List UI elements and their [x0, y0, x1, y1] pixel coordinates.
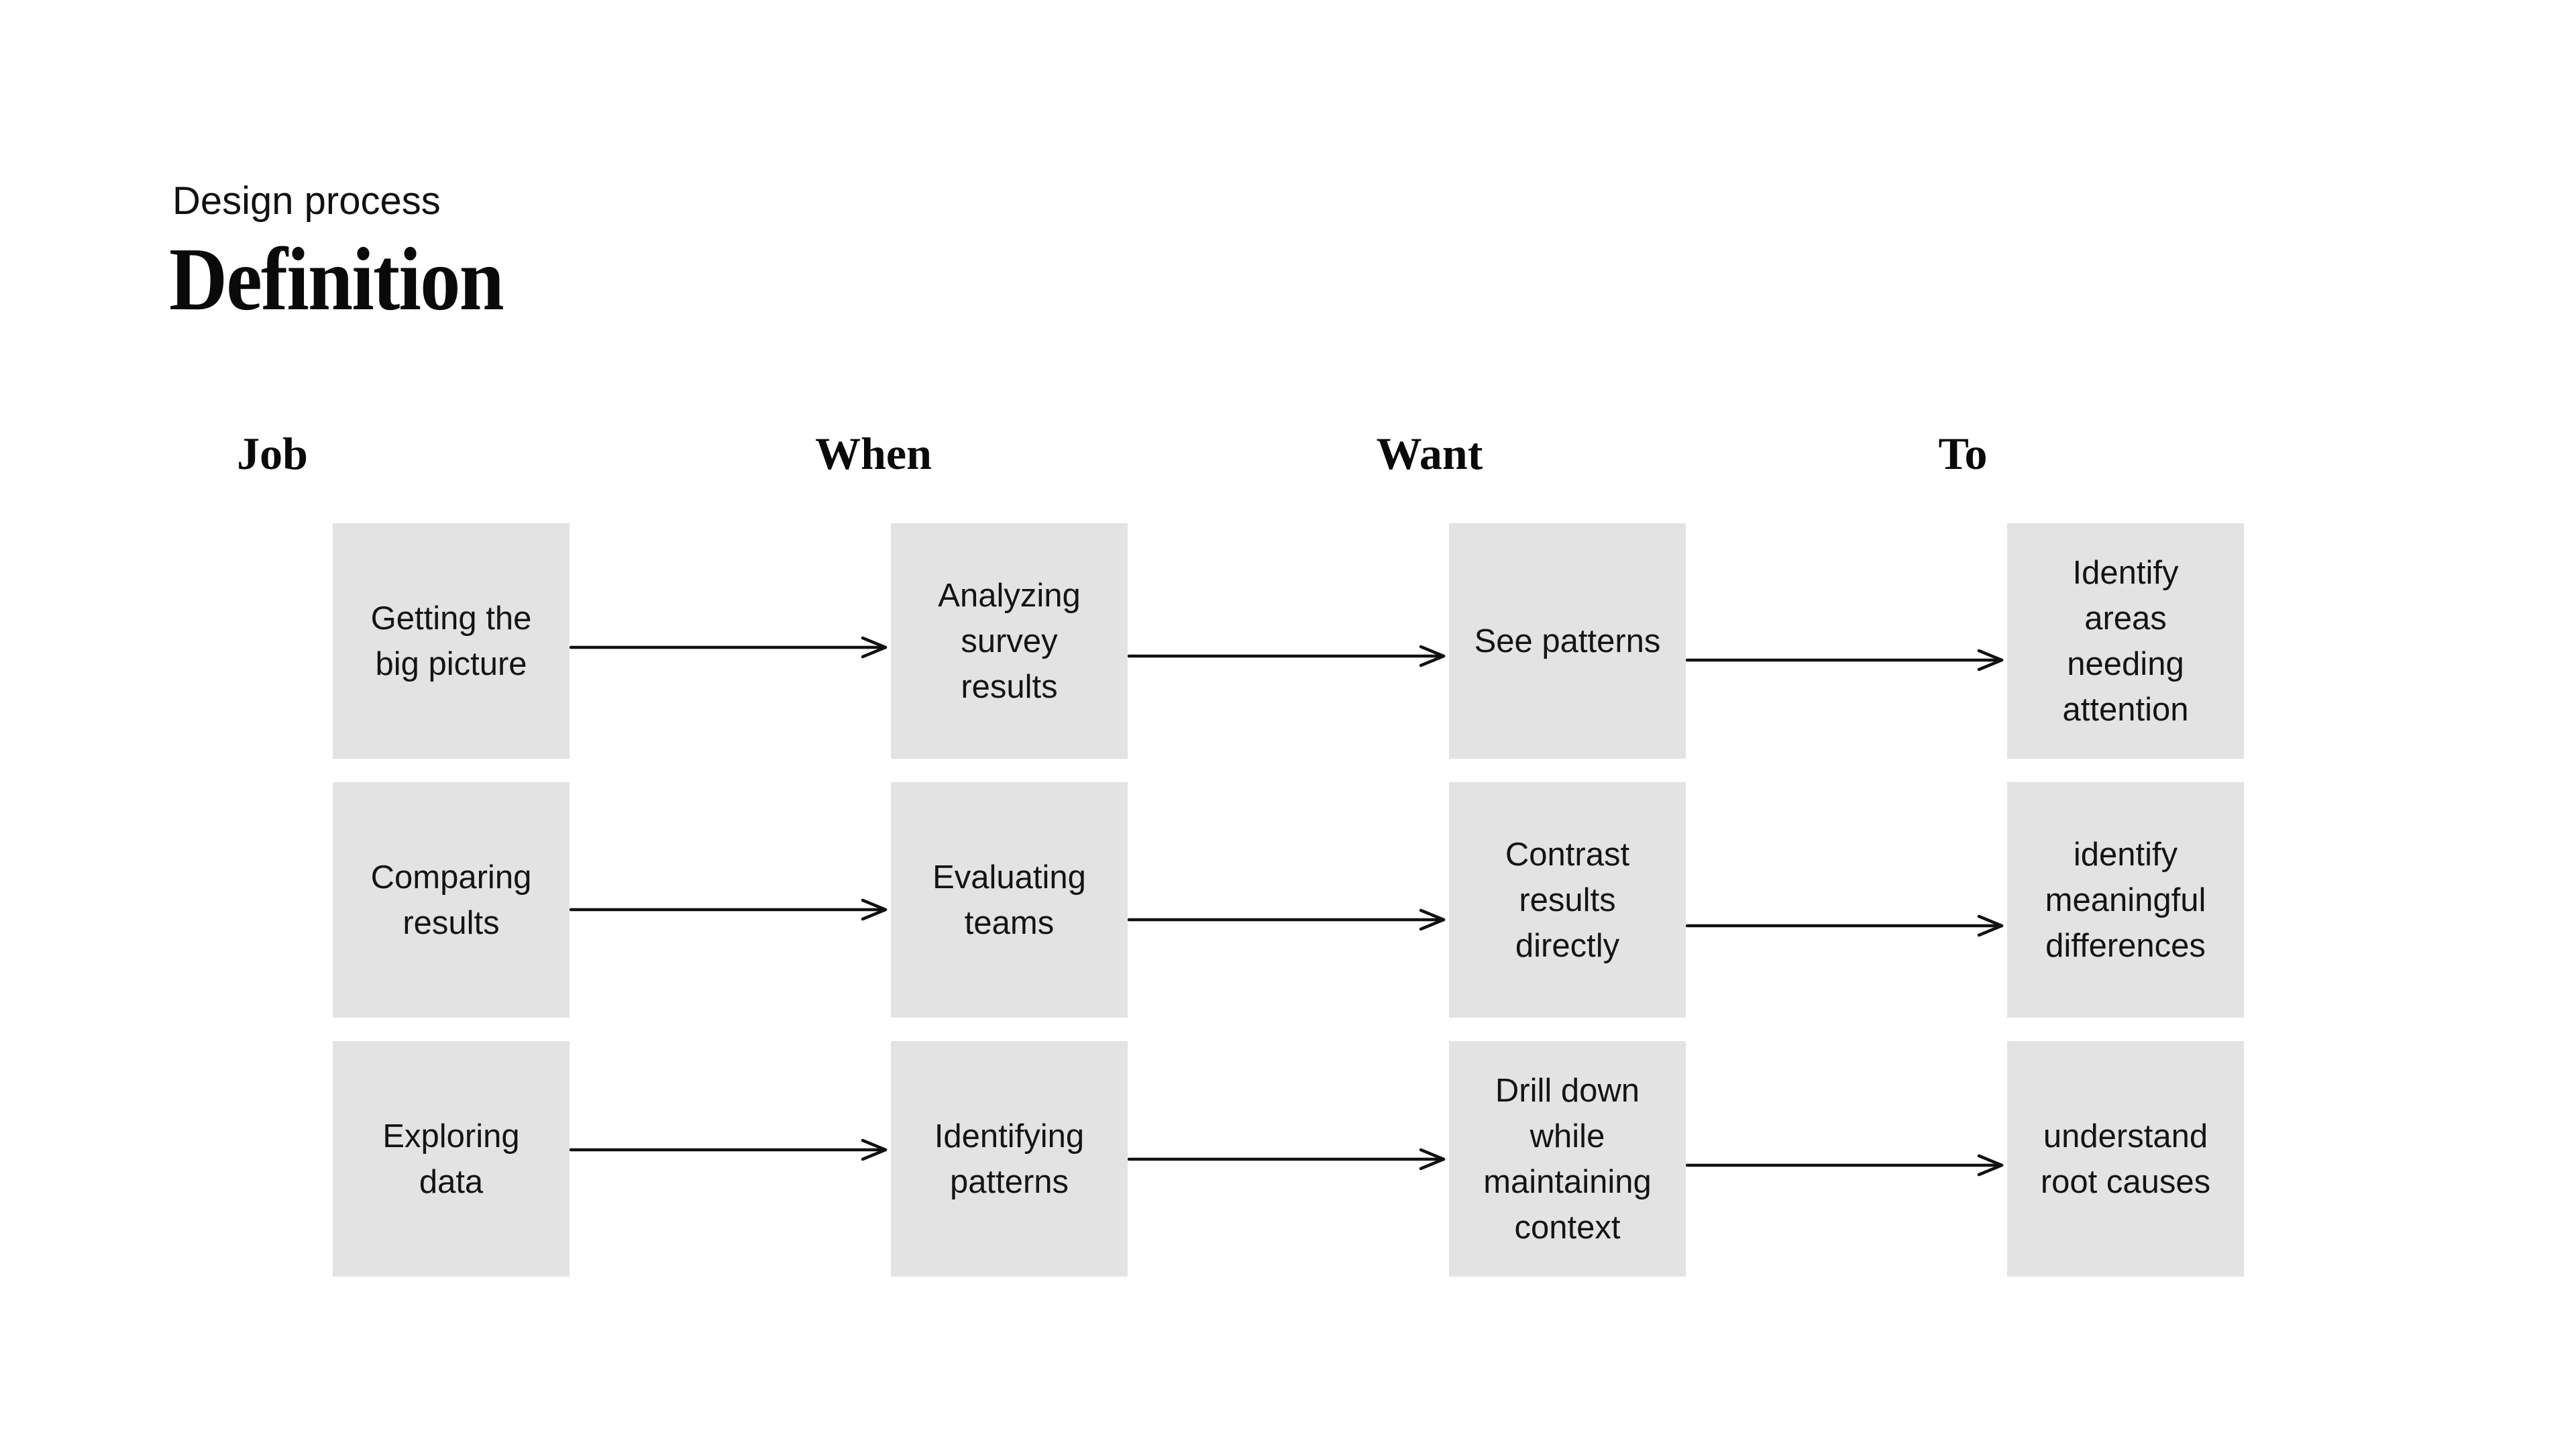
box-to-identify-areas-needing-attention: Identify areas needing attention: [2007, 523, 2244, 759]
flow-arrow: [1127, 908, 1446, 931]
flow-arrow: [569, 898, 888, 921]
flow-arrow: [1685, 914, 2004, 937]
box-label: understand root causes: [2040, 1118, 2211, 1200]
box-label: Drill down while maintaining context: [1483, 1072, 1652, 1246]
box-label: Contrast results directly: [1505, 836, 1630, 964]
column-header-want: Want: [1376, 428, 1483, 479]
box-to-understand-root-causes: understand root causes: [2007, 1041, 2244, 1277]
box-job-getting-big-picture: Getting the big picture: [333, 523, 570, 759]
flow-arrow: [569, 636, 888, 659]
flow-arrow: [1127, 1148, 1446, 1171]
flow-arrow: [1685, 649, 2004, 672]
box-job-exploring-data: Exploring data: [333, 1041, 570, 1277]
box-label: Analyzing survey results: [938, 577, 1081, 705]
flow-arrow: [569, 1138, 888, 1161]
box-label: Evaluating teams: [932, 859, 1086, 941]
column-header-to: To: [1938, 428, 1988, 479]
box-label: Exploring data: [382, 1118, 520, 1200]
box-when-analyzing-survey-results: Analyzing survey results: [891, 523, 1128, 759]
column-header-job: Job: [237, 428, 308, 479]
page-title: Definition: [169, 229, 504, 329]
box-job-comparing-results: Comparing results: [333, 782, 570, 1018]
box-label: Identify areas needing attention: [2062, 554, 2189, 728]
box-label: See patterns: [1474, 623, 1661, 659]
box-want-see-patterns: See patterns: [1449, 523, 1686, 759]
box-want-drill-down-maintaining-context: Drill down while maintaining context: [1449, 1041, 1686, 1277]
box-label: Getting the big picture: [370, 600, 532, 682]
box-label: identify meaningful differences: [2045, 836, 2206, 964]
box-want-contrast-results-directly: Contrast results directly: [1449, 782, 1686, 1018]
box-to-identify-meaningful-differences: identify meaningful differences: [2007, 782, 2244, 1018]
flow-arrow: [1685, 1154, 2004, 1177]
flow-arrow: [1127, 645, 1446, 667]
box-when-evaluating-teams: Evaluating teams: [891, 782, 1128, 1018]
box-label: Identifying patterns: [934, 1118, 1085, 1200]
slide-kicker: Design process: [172, 179, 441, 223]
box-when-identifying-patterns: Identifying patterns: [891, 1041, 1128, 1277]
column-header-when: When: [815, 428, 932, 479]
box-label: Comparing results: [370, 859, 532, 941]
